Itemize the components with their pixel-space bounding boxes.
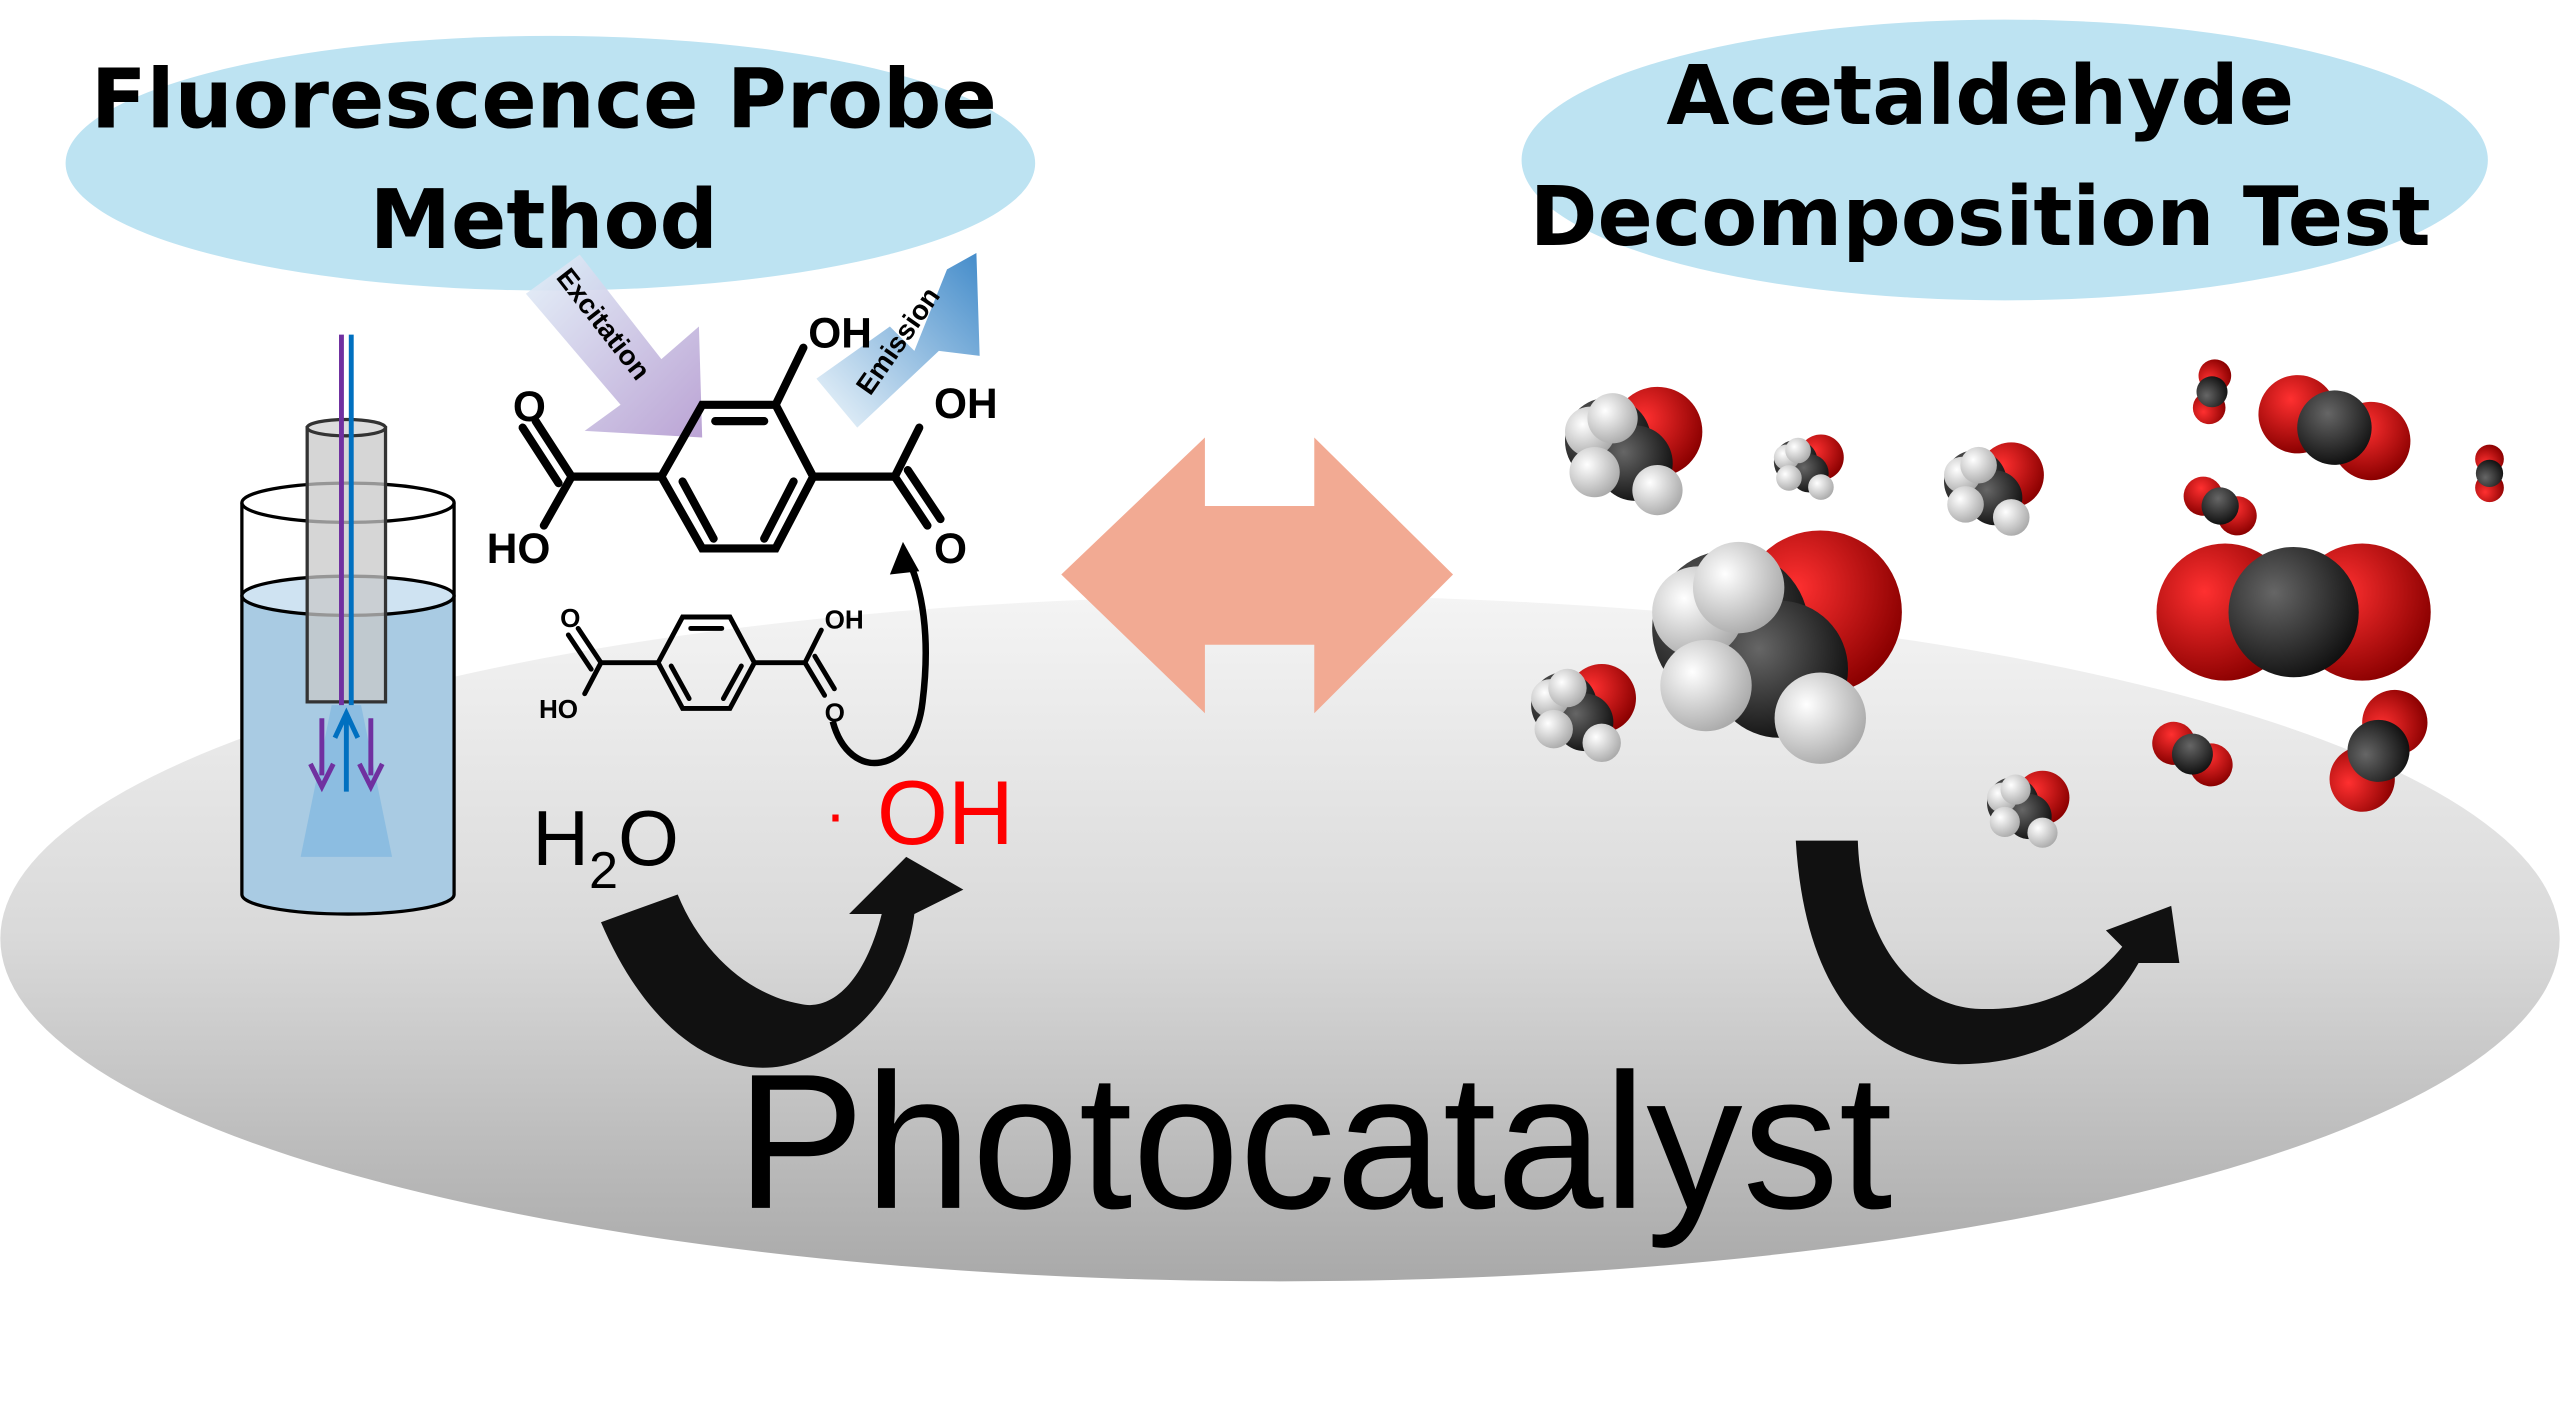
- photocatalyst-plate: [0, 595, 2560, 1282]
- co2-molecule: [2475, 444, 2504, 503]
- co2-molecule: [2192, 359, 2232, 425]
- atom-label: O: [560, 603, 580, 633]
- carbon-atom: [2201, 487, 2239, 525]
- hydrogen-atom: [1692, 541, 1785, 634]
- carbon-atom: [2475, 459, 2504, 487]
- hydrogen-atom: [1808, 474, 1834, 500]
- co2-molecule: [2152, 721, 2233, 787]
- carbon-atom: [2347, 719, 2410, 782]
- hydroxyterephthalic-acid-structure: OH O HO OH O: [487, 310, 998, 572]
- hydrogen-atom: [1947, 486, 1984, 523]
- hydroxyl-radical-label: OH: [877, 762, 1014, 864]
- decomposition-arrow: [1795, 840, 2180, 1065]
- acetaldehyde-molecules: [1531, 386, 2070, 848]
- reaction-curved-arrow: [829, 553, 929, 767]
- right-title-line2: Decomposition Test: [1530, 170, 2431, 265]
- water-label: H2O: [532, 794, 679, 900]
- carbon-atom: [2228, 546, 2359, 678]
- atom-label: O: [825, 697, 845, 727]
- atom-label: HO: [487, 525, 551, 572]
- terephthalic-acid-structure: O HO OH O: [539, 603, 864, 728]
- co2-molecule: [2183, 476, 2257, 536]
- atom-label: OH: [825, 604, 864, 634]
- left-title-line1: Fluorescence Probe: [91, 52, 997, 147]
- hydrogen-atom: [1960, 446, 1997, 484]
- left-title-bubble: [65, 35, 1036, 291]
- atom-label: HO: [539, 694, 578, 724]
- right-title-line1: Acetaldehyde: [1666, 49, 2294, 144]
- hydrogen-atom: [1534, 709, 1573, 749]
- carbon-atom: [2297, 390, 2372, 465]
- hydrogen-atom: [2000, 774, 2031, 805]
- hydrogen-atom: [1548, 668, 1587, 708]
- hydrogen-atom: [2027, 817, 2058, 848]
- hydrogen-atom: [1785, 437, 1811, 464]
- hydrogen-atom: [1569, 446, 1620, 498]
- atom-label: OH: [934, 380, 998, 427]
- photocatalyst-label: Photocatalyst: [736, 1034, 1892, 1249]
- co2-molecule: [2258, 375, 2411, 481]
- atom-label: OH: [808, 310, 872, 357]
- hydrogen-atom: [1632, 464, 1683, 516]
- fluorescence-probe-beaker: [240, 334, 456, 916]
- co2-molecule: [2329, 689, 2428, 812]
- hydrogen-atom: [1774, 672, 1866, 764]
- hydrogen-atom: [1992, 499, 2030, 536]
- reaction-arrowhead: [889, 541, 920, 575]
- co2-molecules: [2152, 359, 2504, 812]
- co2-molecule: [2156, 543, 2431, 681]
- hydrogen-atom: [1582, 723, 1621, 763]
- atom-label: O: [513, 383, 546, 430]
- hydrogen-atom: [1587, 393, 1638, 444]
- carbon-atom: [2196, 376, 2228, 408]
- carbon-atom: [2171, 733, 2213, 775]
- hydrogen-atom: [1660, 639, 1752, 732]
- left-title-line2: Method: [370, 173, 718, 268]
- atom-label: O: [934, 525, 967, 572]
- hydrogen-atom: [1776, 465, 1802, 491]
- water-to-radical-arrow: [600, 856, 964, 1068]
- right-title-bubble: [1521, 19, 2488, 301]
- radical-dot: ·: [825, 777, 847, 850]
- comparison-double-arrow: [1061, 437, 1454, 714]
- hydrogen-atom: [1989, 806, 2020, 838]
